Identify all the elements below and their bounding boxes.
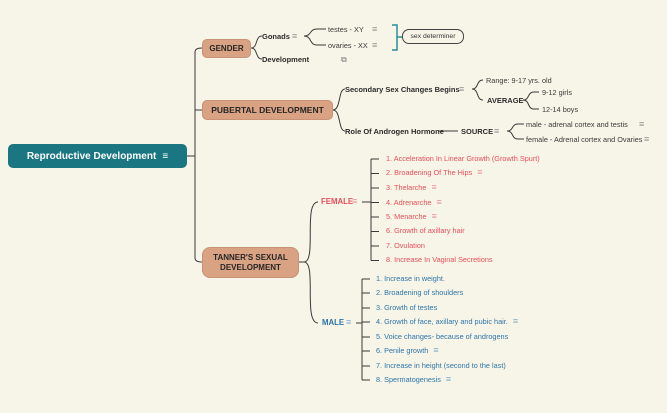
male-item-7[interactable]: 7. Increase in height (second to the las…: [376, 361, 506, 370]
male-item-4[interactable]: 4. Growth of face, axillary and pubic ha…: [376, 316, 519, 327]
hamburger-icon[interactable]: ≡: [512, 316, 519, 326]
note-sex-determiner[interactable]: sex determiner: [402, 29, 464, 44]
branch-tanners-sexual-development[interactable]: TANNER'S SEXUAL DEVELOPMENT: [202, 247, 299, 278]
note-sex-determiner-label: sex determiner: [410, 33, 456, 40]
male-item-2[interactable]: 2. Broadening of shoulders: [376, 288, 464, 297]
male-item-6[interactable]: 6. Penile growth≡: [376, 345, 439, 356]
female-item-6[interactable]: 6. Growth of axillary hair: [386, 226, 465, 235]
node-girls-range[interactable]: 9-12 girls: [542, 88, 573, 97]
hamburger-icon[interactable]: ≡: [431, 182, 437, 192]
male-item-8[interactable]: 8. Spermatogenesis≡: [376, 374, 452, 385]
hamburger-icon[interactable]: ≡: [639, 119, 645, 129]
node-gonads[interactable]: Gonads: [262, 32, 290, 41]
hamburger-icon[interactable]: ≡: [372, 40, 378, 50]
female-item-1[interactable]: 1. Acceleration In Linear Growth (Growth…: [386, 154, 540, 163]
root-node-reproductive-development[interactable]: Reproductive Development ≡: [8, 144, 187, 168]
gonads-fork-line: [303, 28, 326, 46]
branch-tanner-label-line2: DEVELOPMENT: [220, 262, 281, 272]
pubertal-fork-line: [332, 88, 346, 132]
hamburger-icon[interactable]: ≡: [445, 374, 452, 384]
node-ovaries-xx[interactable]: ovaries - XX: [328, 41, 368, 50]
node-source-male[interactable]: male - adrenal cortex and testis: [526, 120, 628, 129]
female-spine-line: [362, 158, 379, 261]
female-item-8[interactable]: 8. Increase In Vaginal Secretions: [386, 255, 493, 264]
root-node-label: Reproductive Development: [26, 150, 157, 162]
female-item-7[interactable]: 7. Ovulation: [386, 241, 425, 250]
node-female[interactable]: FEMALE: [321, 197, 354, 206]
source-fork-line: [506, 123, 524, 140]
node-male[interactable]: MALE: [322, 318, 345, 327]
hamburger-icon[interactable]: ≡: [352, 196, 358, 206]
female-item-3[interactable]: 3. Thelarche≡: [386, 182, 437, 193]
female-item-2[interactable]: 2. Broadening Of The Hips≡: [386, 167, 483, 178]
hamburger-icon[interactable]: ≡: [372, 24, 378, 34]
hamburger-icon[interactable]: ≡: [436, 197, 442, 207]
branch-pubertal-development[interactable]: PUBERTAL DEVELOPMENT: [202, 100, 333, 120]
male-spine-line: [356, 278, 370, 381]
node-development[interactable]: Development: [262, 55, 310, 64]
branch-gender-label: GENDER: [209, 44, 244, 53]
node-average[interactable]: AVERAGE: [487, 96, 524, 105]
hamburger-icon[interactable]: ≡: [433, 345, 439, 355]
hamburger-icon[interactable]: ≡: [477, 167, 483, 177]
gender-fork-line: [250, 35, 263, 60]
male-item-5[interactable]: 5. Voice changes- because of androgens: [376, 332, 509, 341]
sex-determiner-bracket: [392, 24, 402, 51]
tanner-fork-line: [299, 201, 319, 324]
male-item-3[interactable]: 3. Growth of testes: [376, 303, 438, 312]
branch-pubertal-label: PUBERTAL DEVELOPMENT: [211, 105, 324, 115]
node-androgen-hormone[interactable]: Role Of Androgen Hormone: [345, 127, 444, 136]
average-fork-line: [522, 91, 539, 110]
attachment-icon[interactable]: ⧉: [341, 55, 347, 64]
node-source[interactable]: SOURCE: [461, 127, 494, 136]
female-item-4[interactable]: 4. Adrenarche≡: [386, 197, 442, 208]
node-testes-xy[interactable]: testes - XY: [328, 25, 364, 34]
node-secondary-sex-changes[interactable]: Secondary Sex Changes Begins: [345, 85, 460, 94]
node-range[interactable]: Range: 9-17 yrs. old: [486, 76, 552, 85]
hamburger-icon[interactable]: ≡: [431, 211, 437, 221]
hamburger-icon[interactable]: ≡: [292, 31, 298, 41]
female-item-5[interactable]: 5. Menarche≡: [386, 211, 437, 222]
node-boys-range[interactable]: 12-14 boys: [542, 105, 579, 114]
branch-gender[interactable]: GENDER: [202, 39, 251, 58]
hamburger-icon[interactable]: ≡: [346, 317, 352, 327]
hamburger-icon[interactable]: ≡: [459, 84, 465, 94]
node-source-female[interactable]: female - Adrenal cortex and Ovaries: [526, 135, 643, 144]
hamburger-icon[interactable]: ≡: [644, 134, 650, 144]
hamburger-icon[interactable]: ≡: [162, 150, 169, 162]
male-item-1[interactable]: 1. Increase in weight.: [376, 274, 445, 283]
branch-tanner-label-line1: TANNER'S SEXUAL: [213, 253, 288, 262]
secondary-fork-line: [471, 79, 484, 101]
hamburger-icon[interactable]: ≡: [494, 126, 500, 136]
root-trunk-line: [187, 47, 203, 263]
